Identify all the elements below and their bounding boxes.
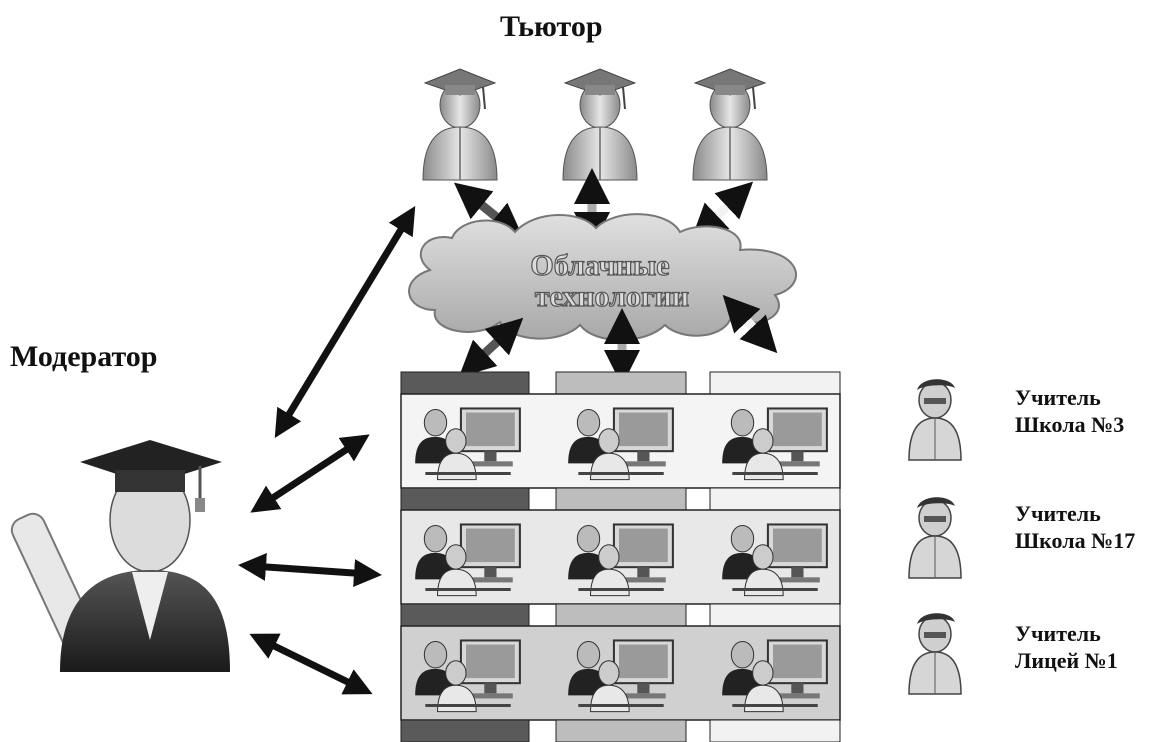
teacher-label-3: Учитель Лицей №1 <box>1015 620 1118 674</box>
teacher-figure-2 <box>908 496 962 579</box>
teacher-1-school: Школа №3 <box>1015 412 1125 437</box>
teacher-2-school: Школа №17 <box>1015 528 1136 553</box>
tutor-figure-1 <box>422 68 498 181</box>
teacher-3-school: Лицей №1 <box>1015 648 1118 673</box>
moderator-title: Модератор <box>10 340 158 373</box>
teacher-1-role: Учитель <box>1015 385 1101 410</box>
cloud-label-line2: технологии <box>535 280 689 313</box>
moderator-row1-arrow <box>250 434 370 513</box>
teacher-3-role: Учитель <box>1015 621 1101 646</box>
tutor1-cloud-arrow <box>454 182 524 240</box>
bar-row-3 <box>400 603 841 627</box>
tutor-figure-3 <box>692 68 768 181</box>
cloud-label-line1: Облачные <box>530 249 669 282</box>
moderator-tutor-arrow <box>274 206 416 438</box>
bar-row-2 <box>400 487 841 511</box>
moderator-row2-arrow <box>238 552 382 588</box>
cloud-grid-arrow-3 <box>722 294 778 354</box>
teacher-label-2: Учитель Школа №17 <box>1015 500 1135 554</box>
tutor-title: Тьютор <box>500 10 603 43</box>
bar-row-1 <box>400 371 841 395</box>
moderator-row3-arrow <box>249 633 373 695</box>
cloud-grid-arrow-1 <box>458 317 524 378</box>
moderator-figure <box>10 440 230 672</box>
teacher-label-1: Учитель Школа №3 <box>1015 384 1124 438</box>
teacher-figure-3 <box>908 612 962 695</box>
teacher-figure-1 <box>908 378 962 461</box>
tutor-figure-2 <box>562 68 638 181</box>
bar-row-4 <box>400 719 841 742</box>
teacher-2-role: Учитель <box>1015 501 1101 526</box>
tutor3-cloud-arrow <box>690 181 754 241</box>
